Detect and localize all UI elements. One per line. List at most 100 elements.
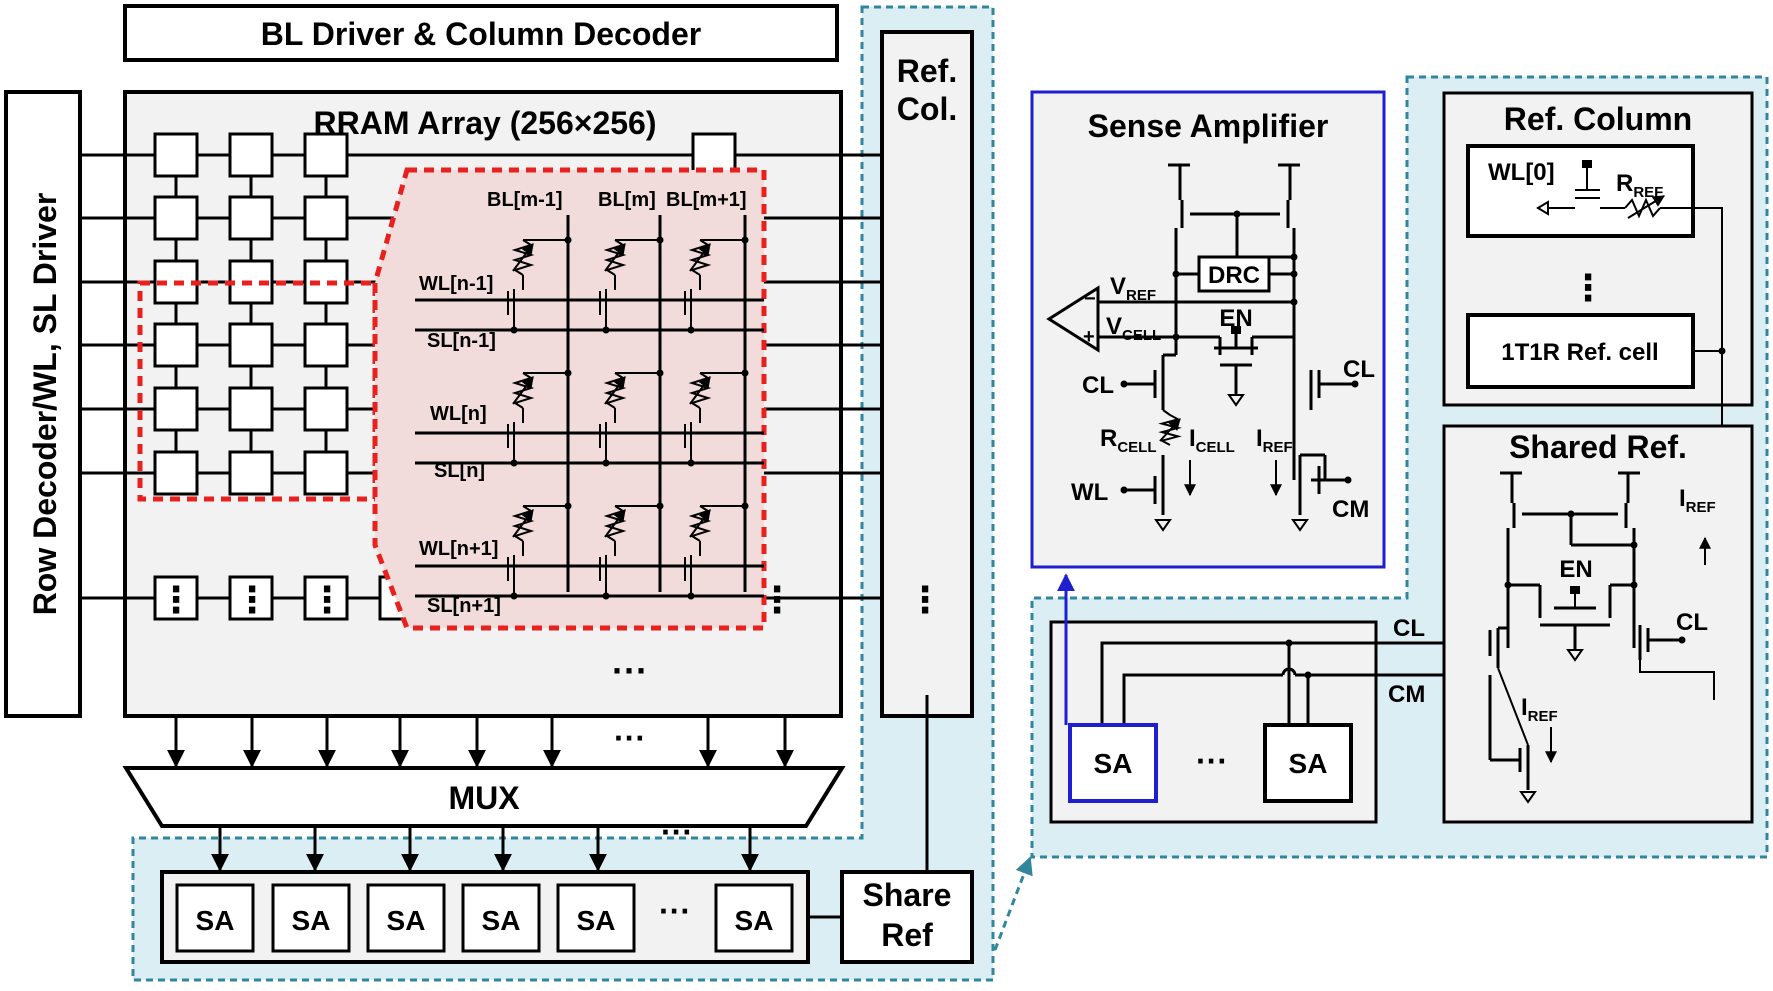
junction-dot: [656, 236, 664, 244]
shared-ref-title: Shared Ref.: [1509, 429, 1687, 465]
sa-group-sa-right: [1263, 723, 1353, 803]
cl-left-pin: [1120, 380, 1128, 388]
sa-cm-label: CM: [1332, 496, 1369, 523]
sa-box: [175, 883, 255, 953]
mux-dots-bottom: ···: [661, 814, 693, 850]
zoom-bl-m1: BL[m-1]: [487, 189, 563, 211]
sa-box: [714, 883, 794, 953]
resistor-arrow: [512, 509, 534, 538]
array-dots-bottom: ···: [612, 650, 648, 691]
zoom-sl-np1: SL[n+1]: [427, 595, 501, 617]
sense-amp-circuit: [1046, 163, 1359, 532]
resistor-arrow: [604, 376, 626, 405]
junction-dot: [1285, 639, 1293, 647]
row-decoder-label: Row Decoder/WL, SL Driver: [27, 193, 63, 616]
sa-group-cm-label: CM: [1388, 681, 1425, 708]
junction-dot: [602, 326, 610, 334]
array-dots-col2: ⋮: [234, 579, 270, 620]
rram-cell: [228, 195, 274, 241]
junction-dot: [1233, 210, 1241, 218]
zoom-wl-n1: WL[n-1]: [419, 273, 493, 295]
rram-cell: [303, 322, 349, 368]
sense-amp-title: Sense Amplifier: [1088, 108, 1329, 144]
rram-cell: [153, 195, 199, 241]
rram-cell: [153, 575, 199, 621]
junction-dot: [1290, 270, 1298, 278]
resistor-arrow: [512, 376, 534, 405]
ref-cell-label: 1T1R Ref. cell: [1501, 339, 1658, 366]
wl-pin: [1120, 486, 1128, 494]
zoom-bl-m: BL[m]: [598, 189, 656, 211]
bl-driver-box: [123, 4, 839, 62]
rram-cell: [303, 386, 349, 432]
sa-en-label: EN: [1219, 305, 1252, 332]
sa-row-dots: ···: [659, 893, 691, 929]
junction-dot: [602, 592, 610, 600]
resistor-arrow: [689, 243, 711, 272]
comparator: [1046, 285, 1100, 353]
sa-group-sa-left-label: SA: [1094, 748, 1133, 779]
junction-dot: [510, 326, 518, 334]
ref-col-dots: ⋮: [907, 579, 943, 620]
icell-label: ICELL: [1189, 425, 1235, 456]
resistor-arrow: [604, 243, 626, 272]
junction-dot: [1290, 298, 1298, 306]
en-pin: [1231, 326, 1241, 334]
ref-col-label-1: Ref.: [897, 53, 957, 89]
junction-dot: [741, 502, 749, 510]
cm-link: [1497, 667, 1529, 746]
comp-minus: −: [1084, 288, 1096, 310]
rram-cell: [153, 450, 199, 496]
sa-group-dots: ···: [1196, 743, 1228, 779]
cl-right-pin: [1678, 636, 1686, 644]
rram-array-title: RRAM Array (256×256): [314, 105, 657, 141]
rram-cell: [228, 450, 274, 496]
sa-label: SA: [196, 905, 235, 936]
rram-cell: [228, 322, 274, 368]
rram-cell: [153, 132, 199, 178]
rram-cell: [303, 132, 349, 178]
sa-cl-left: CL: [1082, 372, 1114, 399]
mux-label: MUX: [448, 780, 520, 816]
mux-shape: [122, 766, 846, 828]
sa-label: SA: [482, 905, 521, 936]
shared-ref-iref-bottom: IREF: [1521, 694, 1558, 725]
row-decoder-box: [4, 90, 82, 718]
vref-label: VREF: [1110, 273, 1156, 304]
junction-dot: [510, 459, 518, 467]
ref-src-arrow: [1536, 200, 1549, 216]
resistor-arrow: [512, 243, 534, 272]
array-dots-col3: ⋮: [309, 579, 345, 620]
resistor-arrow: [689, 376, 711, 405]
share-ref-box: [840, 870, 974, 964]
sa-box: [461, 883, 541, 953]
ref-wl0-label: WL[0]: [1488, 159, 1555, 186]
sa-label: SA: [577, 905, 616, 936]
rram-cell: [153, 386, 199, 432]
ref-cell-box-bottom: [1466, 313, 1695, 389]
zoom-sl-n: SL[n]: [434, 460, 485, 482]
drc-label: DRC: [1208, 262, 1260, 289]
sa-box: [556, 883, 636, 953]
junction-dot: [656, 369, 664, 377]
shared-ref-iref-top: IREF: [1679, 485, 1716, 516]
ref-col-box: [880, 30, 974, 718]
junction-dot: [1304, 671, 1312, 679]
zoom-wl-n: WL[n]: [430, 403, 487, 425]
zoom-sl-n1: SL[n-1]: [427, 330, 496, 352]
ref-column-title: Ref. Column: [1504, 101, 1692, 137]
rram-cell: [228, 132, 274, 178]
resistor-arrow: [689, 509, 711, 538]
cl-bus: [1100, 641, 1490, 725]
junction-dot: [1567, 510, 1575, 518]
ground-symbol: [1519, 791, 1537, 804]
junction-dot: [687, 326, 695, 334]
cm-crossover: [1281, 667, 1297, 676]
ground-symbol: [1291, 519, 1309, 532]
shared-ref-en: EN: [1559, 556, 1592, 583]
ground-symbol: [1227, 394, 1245, 407]
junction-dot: [687, 459, 695, 467]
junction-dot: [564, 236, 572, 244]
bl-driver-label: BL Driver & Column Decoder: [261, 16, 701, 52]
cl-right-out: [1639, 660, 1715, 700]
